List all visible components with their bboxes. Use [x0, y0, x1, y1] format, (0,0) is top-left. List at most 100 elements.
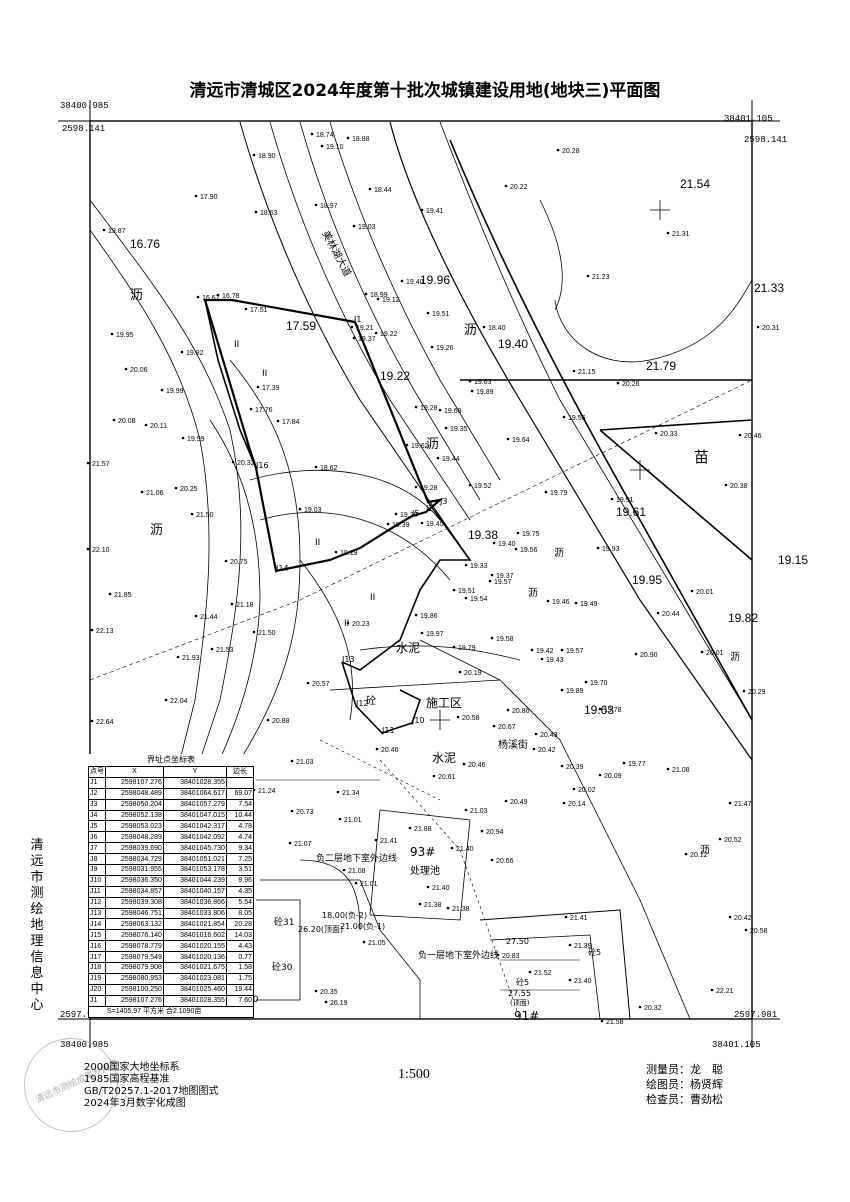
- elevation-point: [452, 588, 456, 592]
- elevation-point: [562, 801, 566, 805]
- coord-x: 2598048.289: [105, 831, 164, 844]
- footer-drafter: 绘图员：杨贤辉: [646, 1078, 723, 1091]
- edge-length: 9.34: [225, 842, 255, 855]
- elevation-point: [110, 332, 114, 336]
- elevation-point: [414, 405, 418, 409]
- elevation-label: 21.08: [672, 767, 690, 774]
- elevation-label: 21.01: [344, 817, 362, 824]
- coord-x: 2598078.779: [105, 940, 164, 953]
- elevation-label: 18.44: [374, 187, 392, 194]
- elevation-point: [560, 764, 564, 768]
- elevation-point: [420, 631, 424, 635]
- elevation-point: [700, 650, 704, 654]
- elevation-point: [306, 681, 310, 685]
- elevation-point: [252, 153, 256, 157]
- elevation-label: 17.76: [255, 407, 273, 414]
- elevation-label: 21.58: [606, 1019, 624, 1026]
- elevation-point: [354, 881, 358, 885]
- elevation-point: [744, 928, 748, 932]
- edge-length: 8.05: [225, 907, 255, 920]
- elevation-point: [102, 228, 106, 232]
- coord-x: 2598079.549: [105, 951, 164, 964]
- elevation-point: [504, 799, 508, 803]
- point-id: J12: [88, 896, 106, 909]
- elevation-label: 20.39: [566, 764, 584, 771]
- elevation-point: [368, 187, 372, 191]
- elevation-label: 19.33: [470, 563, 488, 570]
- coord-y: 38401020.136: [162, 951, 227, 964]
- coord-x: 2598034.857: [105, 885, 164, 898]
- coord-y: 38401023.081: [162, 972, 227, 985]
- coord-y: 38401053.178: [162, 864, 227, 876]
- elevation-label: 21.44: [200, 614, 218, 621]
- elevation-point: [352, 336, 356, 340]
- corner-br-y: 2597.981: [734, 1010, 778, 1020]
- elevation-label: 20.28: [562, 148, 580, 155]
- elevation-label: 21.93: [182, 655, 200, 662]
- footer-height-datum: 1985国家高程基准: [84, 1074, 170, 1085]
- elevation-label: 21.24: [258, 788, 276, 795]
- elevation-point: [418, 902, 422, 906]
- elevation-point: [420, 208, 424, 212]
- elevation-label: 18.40: [488, 325, 506, 332]
- elevation-point: [574, 601, 578, 605]
- elevation-label: 21.08: [348, 868, 366, 875]
- coord-x: 2598050.204: [105, 798, 164, 811]
- elevation-point: [530, 648, 534, 652]
- elevation-point: [596, 546, 600, 550]
- parcel-boundary: [341, 661, 421, 734]
- elevation-label: 17.39: [262, 385, 280, 392]
- elevation-point: [540, 657, 544, 661]
- map-label: J5: [411, 509, 419, 518]
- contour-elevation-label: 19.40: [498, 337, 528, 351]
- elevation-label: 21.38: [452, 906, 470, 913]
- elevation-label: 18.99: [370, 292, 388, 299]
- elevation-point: [492, 724, 496, 728]
- elevation-label: 20.44: [662, 611, 680, 618]
- edge-length: 4.35: [225, 885, 255, 898]
- contour-elevation-label: 19.96: [420, 273, 450, 287]
- elevation-label: 22.64: [96, 719, 114, 726]
- elevation-point: [288, 841, 292, 845]
- building-outline: [256, 899, 301, 1001]
- elevation-point: [252, 630, 256, 634]
- elevation-point: [438, 408, 442, 412]
- point-id: J9: [88, 864, 106, 876]
- elevation-point: [610, 497, 614, 501]
- elevation-label: 18.88: [352, 136, 370, 143]
- map-label: J3: [439, 497, 447, 506]
- point-id: J10: [88, 874, 106, 887]
- elevation-point: [160, 388, 164, 392]
- elevation-label: 20.86: [512, 708, 530, 715]
- edge-length: 4.78: [225, 820, 255, 833]
- map-label: 93#: [410, 845, 435, 859]
- elevation-label: 21.07: [294, 841, 312, 848]
- corner-tl-x: 38400.985: [60, 101, 109, 111]
- elevation-label: 21.03: [296, 759, 314, 766]
- elevation-point: [514, 547, 518, 551]
- elevation-label: 19.28: [420, 485, 438, 492]
- elevation-point: [690, 589, 694, 593]
- building-outline: [299, 859, 361, 931]
- elevation-point: [176, 655, 180, 659]
- elevation-point: [490, 858, 494, 862]
- elevation-label: 21.40: [456, 846, 474, 853]
- elevation-point: [562, 415, 566, 419]
- map-label: J14: [275, 564, 289, 573]
- coord-x: 2598080.953: [105, 972, 164, 985]
- elevation-point: [334, 550, 338, 554]
- map-label: 砼: [366, 694, 376, 707]
- elevation-point: [338, 817, 342, 821]
- map-label: 26.20(顶面): [298, 925, 343, 934]
- elevation-point: [742, 689, 746, 693]
- contour-elevation-label: 19.38: [468, 528, 498, 542]
- elevation-label: 21.52: [534, 970, 552, 977]
- elevation-point: [572, 787, 576, 791]
- path-line: [379, 759, 521, 1020]
- elevation-point: [364, 292, 368, 296]
